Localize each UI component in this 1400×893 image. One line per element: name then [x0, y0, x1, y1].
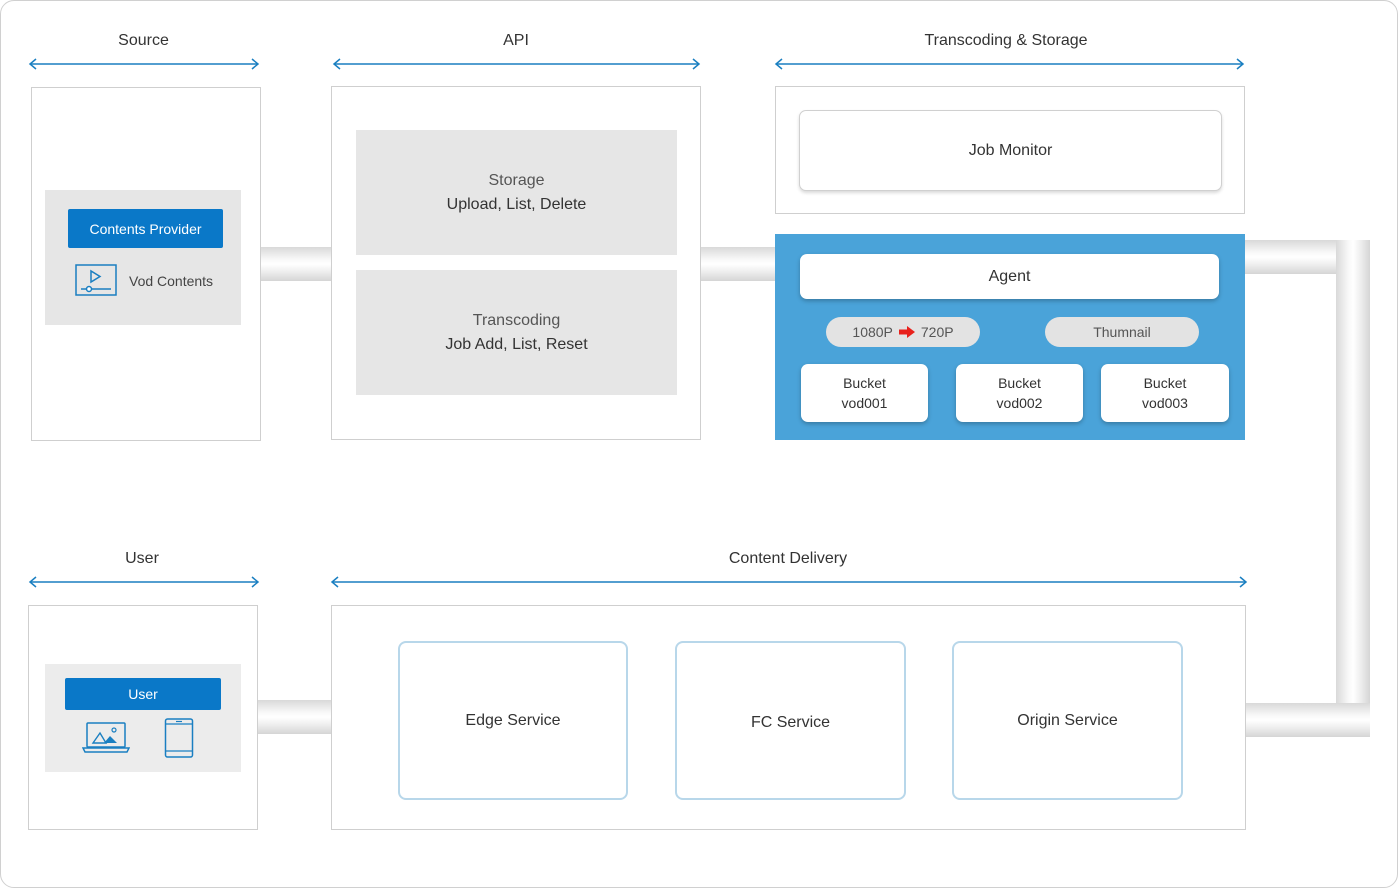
- edge-service-box: Edge Service: [398, 641, 628, 800]
- span-arrow-transcoding: [774, 58, 1245, 70]
- bucket-card-3: Bucket vod003: [1101, 364, 1229, 422]
- tablet-icon: [164, 718, 194, 758]
- thumbnail-pill: Thumnail: [1045, 317, 1199, 347]
- span-arrow-source: [28, 58, 260, 70]
- bucket-card-1: Bucket vod001: [801, 364, 928, 422]
- vod-contents-label: Vod Contents: [129, 273, 214, 289]
- origin-service-box: Origin Service: [952, 641, 1183, 800]
- pipe-user-delivery: [257, 700, 332, 734]
- bucket-card-2: Bucket vod002: [956, 364, 1083, 422]
- section-label-transcoding-storage: Transcoding & Storage: [924, 32, 1088, 49]
- section-label-source: Source: [118, 32, 169, 49]
- pipe-right-delivery: [1245, 703, 1370, 737]
- user-button[interactable]: User: [65, 678, 221, 710]
- contents-provider-button[interactable]: Contents Provider: [68, 209, 223, 248]
- bucket-label: Bucket: [1143, 375, 1187, 391]
- bucket-name: vod003: [1142, 395, 1188, 411]
- pipe-api-transcoding: [700, 247, 776, 281]
- bucket-name: vod001: [841, 395, 888, 411]
- bucket-label: Bucket: [998, 375, 1041, 391]
- bucket-label: Bucket: [843, 375, 886, 391]
- laptop-icon: [82, 722, 130, 753]
- span-arrow-user: [28, 576, 260, 588]
- span-arrow-content-delivery: [330, 576, 1248, 588]
- job-monitor-box: Job Monitor: [799, 110, 1222, 191]
- section-label-api: API: [503, 32, 529, 49]
- storage-api-title: Storage: [488, 171, 545, 189]
- section-label-content-delivery: Content Delivery: [728, 550, 848, 567]
- transcoding-api-title: Transcoding: [472, 311, 561, 329]
- bucket-name: vod002: [996, 395, 1043, 411]
- section-label-user: User: [125, 550, 159, 567]
- resolution-convert-pill: 1080P 720P: [826, 317, 980, 347]
- transcoding-api-box: Transcoding Job Add, List, Reset: [356, 270, 677, 395]
- span-arrow-api: [332, 58, 701, 70]
- resolution-from: 1080P: [852, 324, 893, 340]
- fc-service-box: FC Service: [675, 641, 906, 800]
- transcoding-api-ops: Job Add, List, Reset: [445, 335, 588, 353]
- agent-box: Agent: [800, 254, 1219, 299]
- resolution-to: 720P: [920, 324, 954, 340]
- pipe-vertical-right: [1336, 240, 1370, 737]
- storage-api-box: Storage Upload, List, Delete: [356, 130, 677, 255]
- convert-arrow-icon: [898, 326, 915, 338]
- video-player-icon: [75, 264, 117, 296]
- pipe-source-api: [261, 247, 332, 281]
- storage-api-ops: Upload, List, Delete: [446, 195, 587, 213]
